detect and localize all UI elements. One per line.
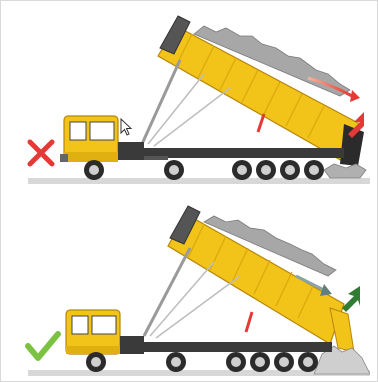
green-pointer-arrow bbox=[342, 286, 360, 312]
trailer-chassis bbox=[118, 342, 332, 352]
red-marker bbox=[246, 312, 252, 332]
check-icon bbox=[28, 334, 58, 358]
scene-incorrect bbox=[8, 4, 370, 186]
spilled-load bbox=[324, 164, 366, 178]
ground bbox=[28, 178, 370, 184]
hydraulic-ram bbox=[144, 248, 190, 336]
mouse-pointer-icon bbox=[120, 118, 134, 138]
wheels bbox=[86, 352, 318, 372]
truck-cab bbox=[66, 310, 144, 354]
cross-icon bbox=[30, 142, 52, 164]
scene-correct bbox=[8, 196, 370, 378]
wheels bbox=[84, 160, 324, 180]
red-marker bbox=[258, 114, 264, 132]
